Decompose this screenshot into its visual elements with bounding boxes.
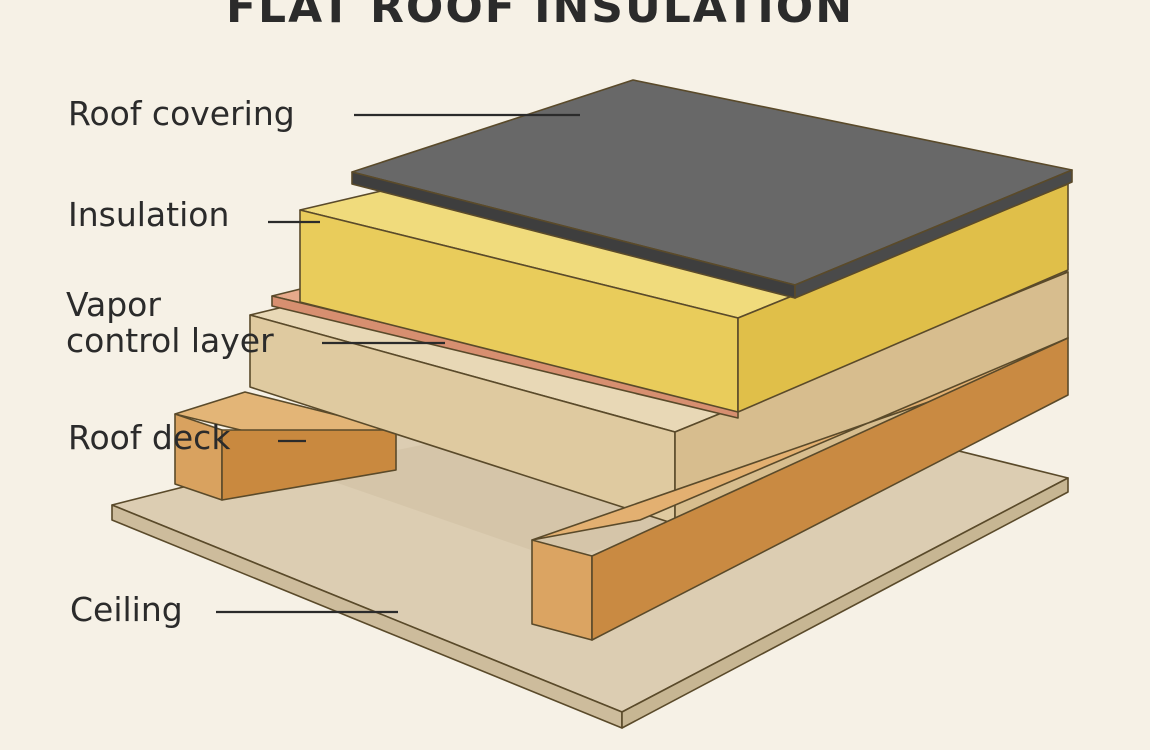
label-roof-deck: Roof deck: [68, 418, 306, 457]
label-insulation: Insulation: [68, 195, 320, 234]
label-roof-covering-text: Roof covering: [68, 94, 295, 133]
diagram-title: FLAT ROOF INSULATION: [226, 0, 854, 33]
label-roof-deck-text: Roof deck: [68, 418, 231, 457]
label-insulation-text: Insulation: [68, 195, 229, 234]
label-vapor-line1: Vapor: [66, 285, 161, 324]
joist-right: [531, 337, 1069, 641]
label-ceiling: Ceiling: [70, 590, 398, 629]
label-ceiling-text: Ceiling: [70, 590, 183, 629]
label-vapor-line2: control layer: [66, 321, 274, 360]
label-vapor-control-layer: Vapor control layer: [66, 285, 445, 360]
roof-covering-layer: [351, 79, 1073, 299]
joist-left: [174, 391, 397, 501]
label-roof-covering: Roof covering: [68, 94, 580, 133]
